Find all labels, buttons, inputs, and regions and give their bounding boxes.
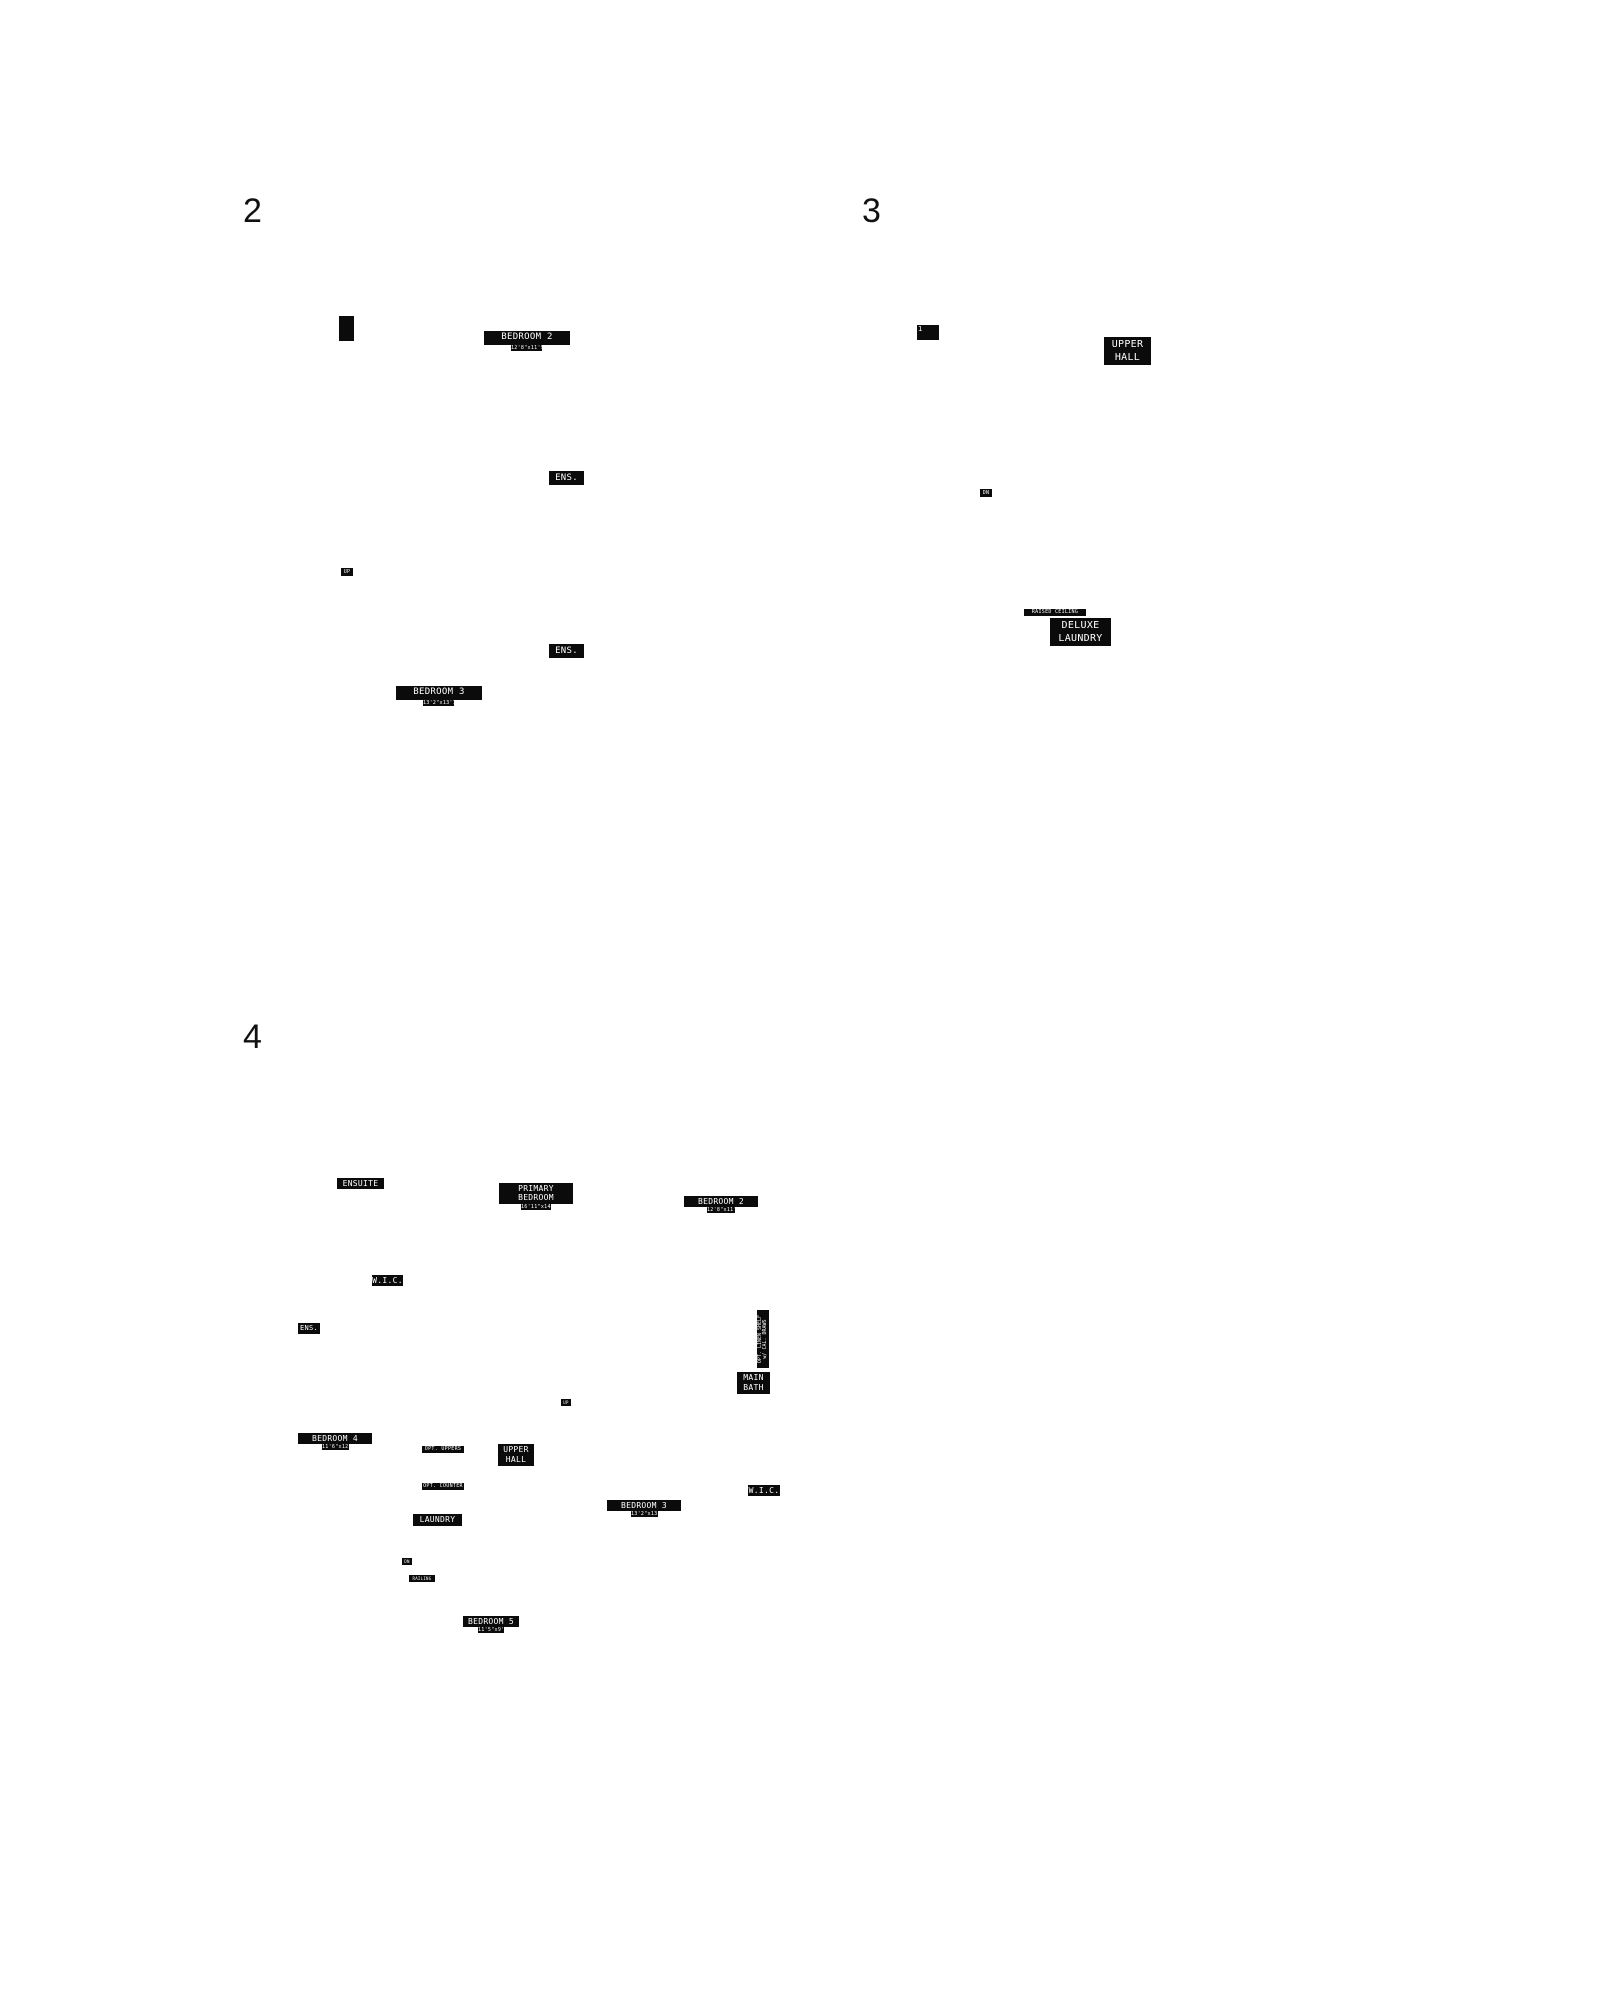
room-label-deluxe-laundry: DELUXE LAUNDRY [1050, 618, 1111, 646]
room-label-ensuite-a: ENS. [549, 471, 584, 485]
annotation-text: OPT. LINEN SHELF w/ CAL. DRAWS [757, 1314, 768, 1364]
room-label-laundry: LAUNDRY [413, 1514, 462, 1526]
room-label-upper-hall: UPPER HALL [498, 1444, 534, 1466]
room-dims-bedroom-5: 11'5"x9'5" [478, 1627, 504, 1633]
annotation-text: OPT. UPPERS [424, 1446, 462, 1452]
room-name: ENS. [555, 473, 578, 483]
room-dims: 11'6"x12'4" [322, 1444, 349, 1450]
stair-up-label: UP [341, 568, 353, 576]
room-name: MAIN BATH [743, 1373, 764, 1392]
room-name: DELUXE LAUNDRY [1058, 620, 1103, 644]
room-label-ens: ENS. [298, 1323, 320, 1334]
marker-text: 1 [918, 325, 923, 333]
stair-direction: UP [563, 1400, 569, 1405]
room-label-bedroom-3: BEDROOM 3 [396, 686, 482, 700]
room-label-bedroom-3: BEDROOM 3 [607, 1500, 681, 1511]
room-label-primary-bedroom: PRIMARY BEDROOM [499, 1183, 573, 1204]
room-name: LAUNDRY [419, 1515, 456, 1524]
room-label-bedroom-4: BEDROOM 4 [298, 1433, 372, 1444]
room-label-ensuite-b: ENS. [549, 644, 584, 658]
room-dims: 13'2"x13'7" [631, 1511, 658, 1517]
room-name: BEDROOM 3 [413, 687, 465, 697]
opt-counter-label: OPT. COUNTER [422, 1483, 464, 1490]
room-label-wic-b: W.I.C. [748, 1485, 780, 1496]
raised-ceiling-label: RAISED CEILING [1024, 609, 1086, 616]
annotation-text: RAILING [412, 1576, 432, 1581]
stair-number-marker: 1 [917, 325, 939, 340]
panel-number-2: 2 [243, 192, 262, 230]
annotation-text: RAISED CEILING [1031, 609, 1079, 615]
room-name: BEDROOM 4 [311, 1434, 359, 1443]
room-dims-bedroom-2: 12'8"x11'9" [707, 1207, 735, 1213]
stair-down-label: DN [980, 489, 992, 497]
railing-label: RAILING [409, 1575, 435, 1582]
opt-linen-shelf-label: OPT. LINEN SHELF w/ CAL. DRAWS [757, 1310, 769, 1368]
room-label-bedroom-2: BEDROOM 2 [484, 331, 570, 345]
room-label-main-bath: MAIN BATH [737, 1372, 770, 1394]
room-label-wic-a: W.I.C. [372, 1275, 403, 1286]
room-dims-bedroom-3: 13'2"x13'7" [631, 1511, 658, 1517]
stair-direction: DN [404, 1559, 410, 1564]
room-label-upper-hall: UPPER HALL [1104, 337, 1151, 365]
room-name: BEDROOM 5 [467, 1617, 515, 1626]
room-dims-primary-bedroom: 16'11"x14'3" [521, 1204, 551, 1210]
room-dims-bedroom-3: 13'2"x13'7" [423, 700, 454, 706]
panel-number-4: 4 [243, 1018, 262, 1056]
room-dims-bedroom-4: 11'6"x12'4" [322, 1444, 349, 1450]
room-name: ENS. [555, 646, 578, 656]
stair-up-label: UP [561, 1399, 571, 1406]
room-name: ENS. [299, 1324, 319, 1332]
room-name: ENSUITE [342, 1179, 379, 1188]
room-name: W.I.C. [372, 1276, 403, 1285]
room-label-ensuite: ENSUITE [337, 1178, 384, 1189]
room-dims: 13'2"x13'7" [423, 700, 454, 706]
room-dims: 16'11"x14'3" [521, 1204, 551, 1210]
room-name: PRIMARY BEDROOM [518, 1184, 554, 1202]
stair-direction: DN [982, 490, 990, 496]
panel-number-3: 3 [862, 192, 881, 230]
room-name: W.I.C. [748, 1486, 780, 1495]
room-dims: 12'8"x11'9" [511, 345, 542, 351]
room-name: BEDROOM 2 [697, 1197, 745, 1206]
room-dims: 12'8"x11'9" [707, 1207, 735, 1213]
opt-uppers-label: OPT. UPPERS [422, 1446, 464, 1453]
room-name: BEDROOM 3 [620, 1501, 668, 1510]
room-label-bedroom-2: BEDROOM 2 [684, 1196, 758, 1207]
room-name: UPPER HALL [1111, 339, 1144, 363]
stair-marker-block [339, 316, 354, 341]
room-dims-bedroom-2: 12'8"x11'9" [511, 345, 542, 351]
annotation-text: OPT. COUNTER [423, 1483, 463, 1489]
room-name: UPPER HALL [503, 1445, 529, 1464]
room-name: BEDROOM 2 [501, 332, 553, 342]
stair-direction: UP [343, 569, 351, 575]
room-label-bedroom-5: BEDROOM 5 [463, 1616, 519, 1627]
room-dims: 11'5"x9'5" [478, 1627, 504, 1633]
stair-down-label: DN [402, 1558, 412, 1565]
